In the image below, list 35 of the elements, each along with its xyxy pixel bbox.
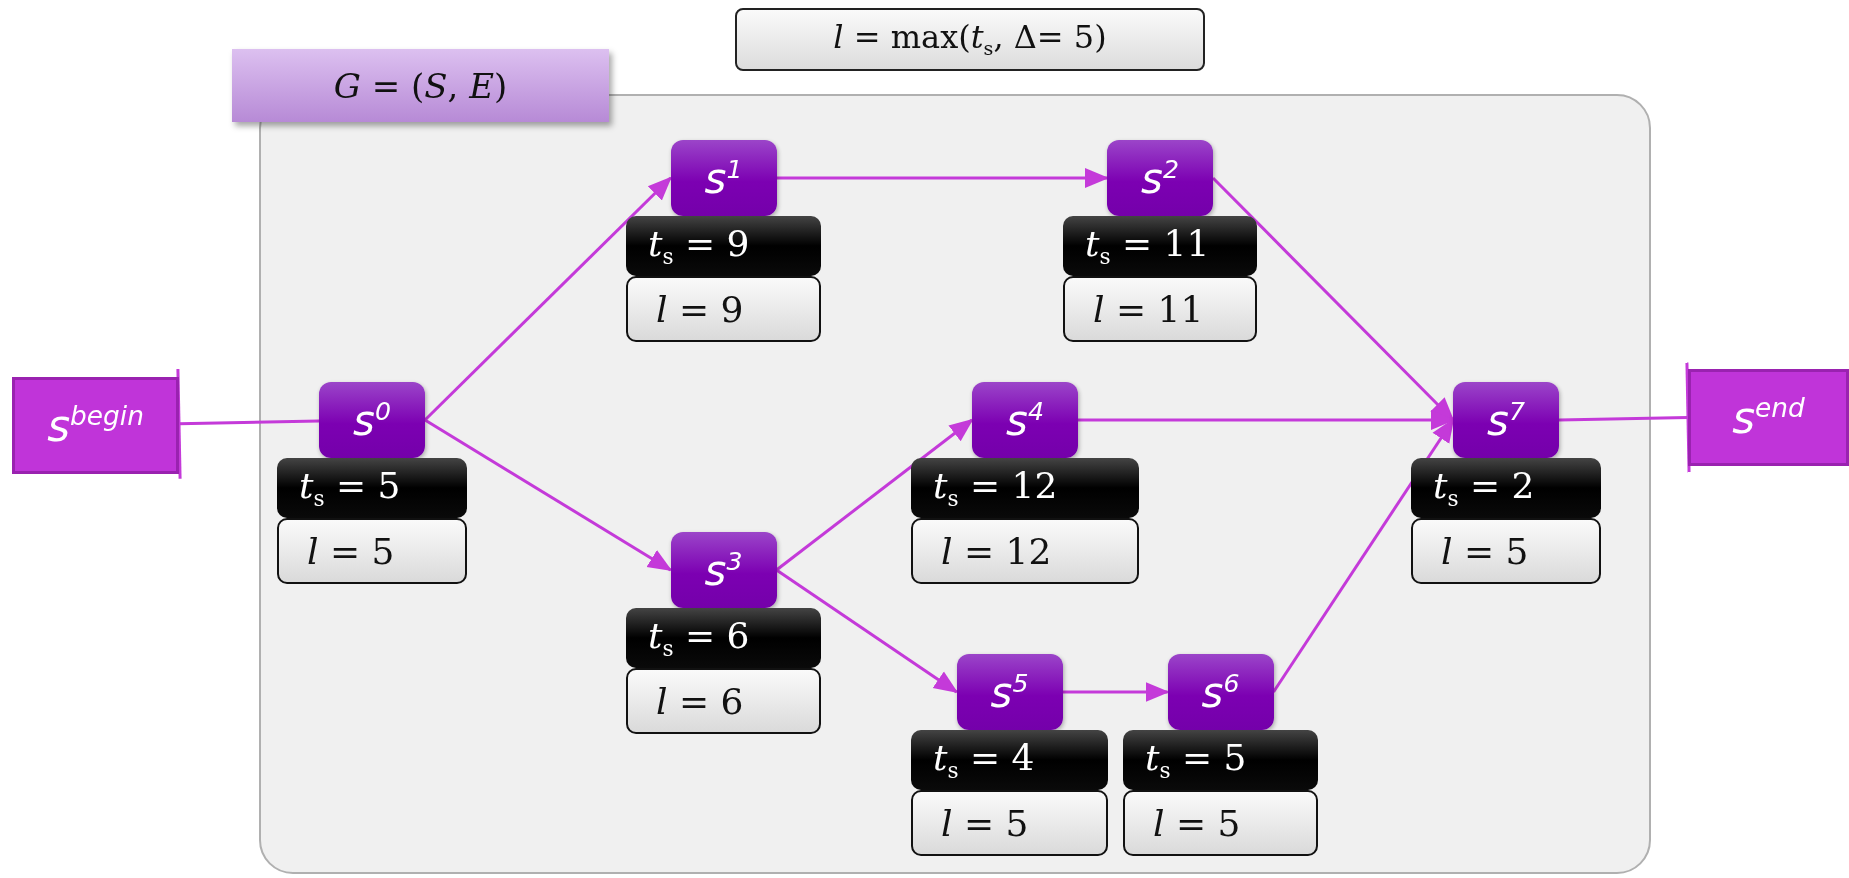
latency-value: l = 5 (277, 518, 467, 584)
bar-end-connector (176, 367, 320, 481)
latency-value: l = 5 (1123, 790, 1318, 856)
state-name: s$^{4}$ (972, 382, 1078, 458)
start-time-value: t$_{s}$ = 12 (911, 458, 1139, 518)
arrow (423, 176, 672, 422)
state-name: s$^{6}$ (1167, 654, 1274, 730)
start-time-value: t$_{s}$ = 9 (626, 216, 821, 276)
bar-end-connector (1558, 361, 1691, 474)
latency-value: l = 12 (911, 518, 1139, 584)
start-time-value: t$_{s}$ = 6 (626, 608, 821, 668)
latency-value: l = 11 (1063, 276, 1257, 342)
arrow (1211, 176, 1455, 422)
state-name: s$^{5}$ (956, 654, 1063, 730)
start-time-value: t$_{s}$ = 2 (1411, 458, 1601, 518)
latency-value: l = 9 (626, 276, 821, 342)
start-time-value: t$_{s}$ = 5 (277, 458, 467, 518)
group-title: G = (S, E) (232, 49, 609, 122)
latency-value: l = 5 (911, 790, 1108, 856)
state-name: s$^{3}$ (670, 532, 777, 608)
formula-title: l = max(t$_{s}$, Δ= 5) (735, 8, 1205, 71)
arrow (1272, 418, 1455, 693)
state-name: s$^{7}$ (1453, 382, 1559, 458)
start-time-value: t$_{s}$ = 11 (1063, 216, 1257, 276)
arrow (775, 418, 974, 572)
terminal-box: s$^{begin}$ (12, 377, 179, 474)
state-name: s$^{1}$ (670, 140, 777, 216)
state-name: s$^{0}$ (319, 382, 425, 458)
state-name: s$^{2}$ (1107, 140, 1213, 216)
arrow (776, 168, 1109, 188)
start-time-value: t$_{s}$ = 4 (911, 730, 1108, 790)
latency-value: l = 6 (626, 668, 821, 734)
terminal-box: s$^{end}$ (1688, 369, 1849, 466)
latency-value: l = 5 (1411, 518, 1601, 584)
start-time-value: t$_{s}$ = 5 (1123, 730, 1318, 790)
